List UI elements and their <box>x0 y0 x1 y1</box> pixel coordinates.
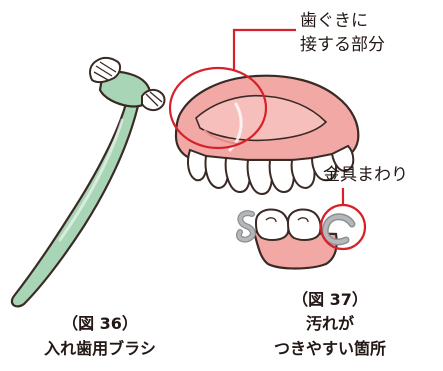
fig36-title: 入れ歯用ブラシ <box>44 339 156 358</box>
fig36-number: （図 36） <box>62 314 138 333</box>
callout-circle-gum <box>168 66 268 150</box>
brush-bristles-small <box>141 88 166 112</box>
brush-bristles-large <box>89 56 122 84</box>
denture-brush-illustration <box>10 56 166 308</box>
denture-teeth <box>187 144 355 196</box>
partial-denture-illustration <box>236 208 356 270</box>
callout-label-clasp: 金具まわり <box>323 165 408 185</box>
upper-denture-illustration <box>174 74 360 196</box>
callout-marks <box>168 28 367 251</box>
callout-leader-gum <box>232 28 296 70</box>
fig37-line2: つきやすい箇所 <box>273 339 386 358</box>
fig37-line1: 汚れが <box>305 314 354 333</box>
callout-label-gum-line1: 歯ぐきに <box>300 11 368 31</box>
fig37-number: （図 37） <box>292 290 368 309</box>
callout-label-gum-line2: 接する部分 <box>300 35 385 55</box>
brush-handle <box>10 94 140 308</box>
